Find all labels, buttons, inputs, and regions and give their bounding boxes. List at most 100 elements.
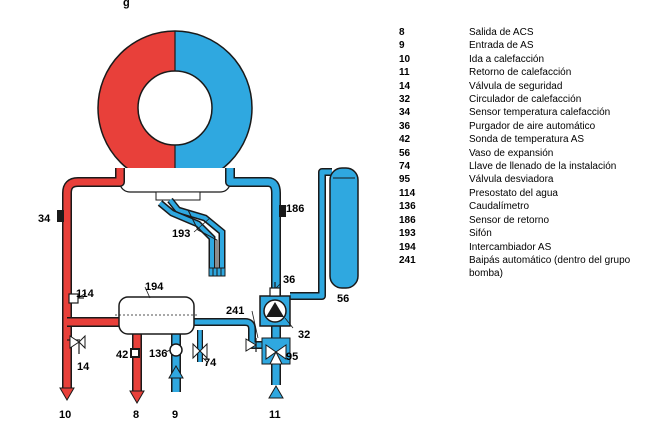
legend-number: 42 — [399, 134, 411, 146]
legend-description: Vaso de expansión — [469, 147, 554, 159]
dhw-exchanger — [115, 296, 198, 335]
legend-row: 136 Caudalímetro — [399, 200, 639, 213]
filling-valve — [192, 330, 208, 362]
legend-number: 241 — [399, 254, 416, 266]
legend-row: 9 Entrada de AS — [399, 39, 639, 52]
legend-number: 193 — [399, 228, 416, 240]
callout-74: 74 — [204, 357, 217, 369]
expansion-vessel — [290, 167, 359, 300]
heat-exchanger-hot-half — [98, 31, 175, 185]
legend-description: Válvula de seguridad — [469, 80, 563, 92]
callout-32: 32 — [298, 329, 310, 341]
legend-description: Retorno de calefacción — [469, 67, 572, 79]
legend-description: Baipás automático (dentro del grupo bomb… — [469, 254, 631, 280]
callout-9: 9 — [172, 409, 178, 421]
legend-description: Presostato del agua — [469, 187, 558, 199]
legend-description: Circulador de calefacción — [469, 94, 582, 106]
legend-description: Intercambiador AS — [469, 241, 552, 253]
legend-number: 194 — [399, 241, 416, 253]
legend-number: 14 — [399, 80, 411, 92]
legend-description: Entrada de AS — [469, 40, 534, 52]
legend-row: 11 Retorno de calefacción — [399, 66, 639, 79]
legend-row: 74 Llave de llenado de la instalación — [399, 160, 639, 173]
legend-row: 193 Sifón — [399, 227, 639, 240]
legend-number: 9 — [399, 40, 405, 52]
callout-10: 10 — [59, 409, 71, 421]
inlet-9-arrow — [168, 365, 184, 379]
callout-241: 241 — [226, 305, 244, 317]
return-sensor — [279, 205, 286, 217]
callout-56: 56 — [337, 293, 349, 305]
legend-number: 186 — [399, 214, 416, 226]
callout-95: 95 — [286, 351, 298, 363]
safety-valve — [67, 334, 86, 354]
legend-description: Sensor de retorno — [469, 214, 550, 226]
legend-description: Válvula desviadora — [469, 174, 554, 186]
inlet-11-arrow — [268, 385, 284, 399]
heat-exchanger — [97, 30, 253, 186]
flow-sensor — [57, 210, 64, 222]
legend-number: 136 — [399, 201, 416, 213]
component-legend: 8 Salida de ACS 9 Entrada de AS 10 Ida a cale… — [399, 26, 639, 281]
legend-row: 14 Válvula de seguridad — [399, 80, 639, 93]
legend-number: 74 — [399, 161, 411, 173]
callouts: 34 186 193 36 56 114 194 241 32 42 136 7… — [38, 203, 349, 421]
dhw-temperature-probe — [130, 348, 140, 358]
outlet-8-arrow — [129, 390, 145, 404]
legend-number: 11 — [399, 67, 410, 79]
legend-description: Sonda de temperatura AS — [469, 134, 585, 146]
heating-return-pipe — [171, 168, 281, 392]
legend-number: 95 — [399, 174, 411, 186]
pressure-switch — [68, 293, 84, 304]
legend-row: 36 Purgador de aire automático — [399, 120, 639, 133]
legend-row: 241 Baipás automático (dentro del grupo b… — [399, 254, 639, 281]
legend-row: 114 Presostato del agua — [399, 187, 639, 200]
automatic-bypass — [245, 338, 257, 352]
legend-row: 8 Salida de ACS — [399, 26, 639, 39]
callout-34: 34 — [38, 213, 51, 225]
legend-number: 10 — [399, 53, 411, 65]
heat-exchanger-cold-half — [175, 31, 252, 185]
callout-8: 8 — [133, 409, 139, 421]
callout-136: 136 — [149, 348, 167, 360]
legend-description: Purgador de aire automático — [469, 120, 596, 132]
legend-number: 32 — [399, 94, 411, 106]
legend-description: Sensor temperatura calefacción — [469, 107, 611, 119]
legend-row: 32 Circulador de calefacción — [399, 93, 639, 106]
callout-42: 42 — [116, 349, 128, 361]
outlet-arrows — [59, 365, 284, 404]
legend-description: Caudalímetro — [469, 201, 530, 213]
outlet-10-arrow — [59, 387, 75, 401]
legend-row: 95 Válvula desviadora — [399, 173, 639, 186]
leader-lines — [77, 217, 294, 363]
legend-row: 10 Ida a calefacción — [399, 53, 639, 66]
legend-number: 8 — [399, 27, 405, 38]
callout-36: 36 — [283, 274, 295, 286]
legend-number: 36 — [399, 120, 411, 132]
diverter-valve — [261, 337, 291, 365]
legend-row: 34 Sensor temperatura calefacción — [399, 106, 639, 119]
legend-description: Ida a calefacción — [469, 53, 545, 65]
circulator-pump — [259, 282, 291, 327]
title-fragment: g — [123, 0, 130, 9]
legend-number: 34 — [399, 107, 411, 119]
callout-186: 186 — [286, 203, 304, 215]
callout-193: 193 — [172, 228, 190, 240]
legend-number: 114 — [399, 187, 416, 199]
flowmeter — [169, 343, 183, 357]
burner-box — [119, 168, 231, 201]
legend-description: Llave de llenado de la instalación — [469, 161, 617, 173]
siphon — [157, 197, 226, 277]
callout-14: 14 — [77, 361, 90, 373]
callout-11: 11 — [269, 409, 281, 421]
heat-exchanger-inner-outline — [137, 70, 213, 146]
legend-description: Sifón — [469, 228, 492, 240]
legend-description: Salida de ACS — [469, 27, 534, 38]
callout-114: 114 — [76, 288, 95, 300]
legend-row: 42 Sonda de temperatura AS — [399, 133, 639, 146]
legend-row: 186 Sensor de retorno — [399, 214, 639, 227]
legend-row: 194 Intercambiador AS — [399, 241, 639, 254]
